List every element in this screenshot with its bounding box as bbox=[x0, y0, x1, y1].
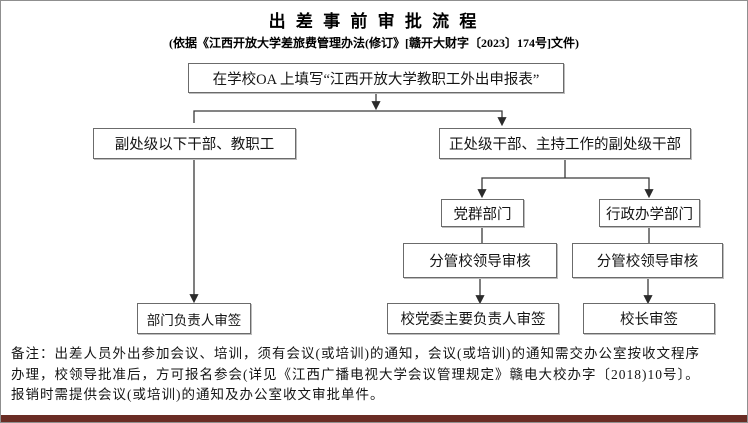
node-party-secretary-sign: 校党委主要负责人审签 bbox=[387, 303, 559, 334]
node-party-dept: 党群部门 bbox=[441, 199, 524, 227]
footnote: 备注：出差人员外出参加会议、培训，须有会议(或培训)的通知，会议(或培训)的通知… bbox=[11, 344, 743, 406]
page-title: 出 差 事 前 审 批 流 程 bbox=[268, 12, 480, 31]
footnote-line-1: 备注：出差人员外出参加会议、培训，须有会议(或培训)的通知，会议(或培训)的通知… bbox=[11, 346, 700, 361]
bottom-accent-bar bbox=[1, 415, 747, 422]
node-president-sign: 校长审签 bbox=[583, 303, 715, 334]
footnote-line-3: 报销时需提供会议(或培训)的通知及办公室收文审批单件。 bbox=[11, 387, 385, 402]
node-oa-form: 在学校OA 上填写“江西开放大学教职工外出申报表” bbox=[188, 63, 564, 93]
node-leader-review-right: 分管校领导审核 bbox=[572, 243, 723, 278]
node-division-cadres: 正处级干部、主持工作的副处级干部 bbox=[439, 128, 691, 159]
node-below-deputy-cadres: 副处级以下干部、教职工 bbox=[93, 128, 296, 159]
node-dept-head-sign: 部门负责人审签 bbox=[137, 303, 251, 334]
node-leader-review-left: 分管校领导审核 bbox=[403, 243, 557, 278]
footnote-line-2: 办理，校领导批准后，方可报名参会(详见《江西广播电视大学会议管理规定》赣电大校办… bbox=[11, 366, 700, 382]
page-subtitle: (依据《江西开放大学差旅费管理办法(修订》[赣开大财字〔2023〕174号]文件… bbox=[169, 36, 579, 50]
node-admin-dept: 行政办学部门 bbox=[599, 199, 700, 227]
